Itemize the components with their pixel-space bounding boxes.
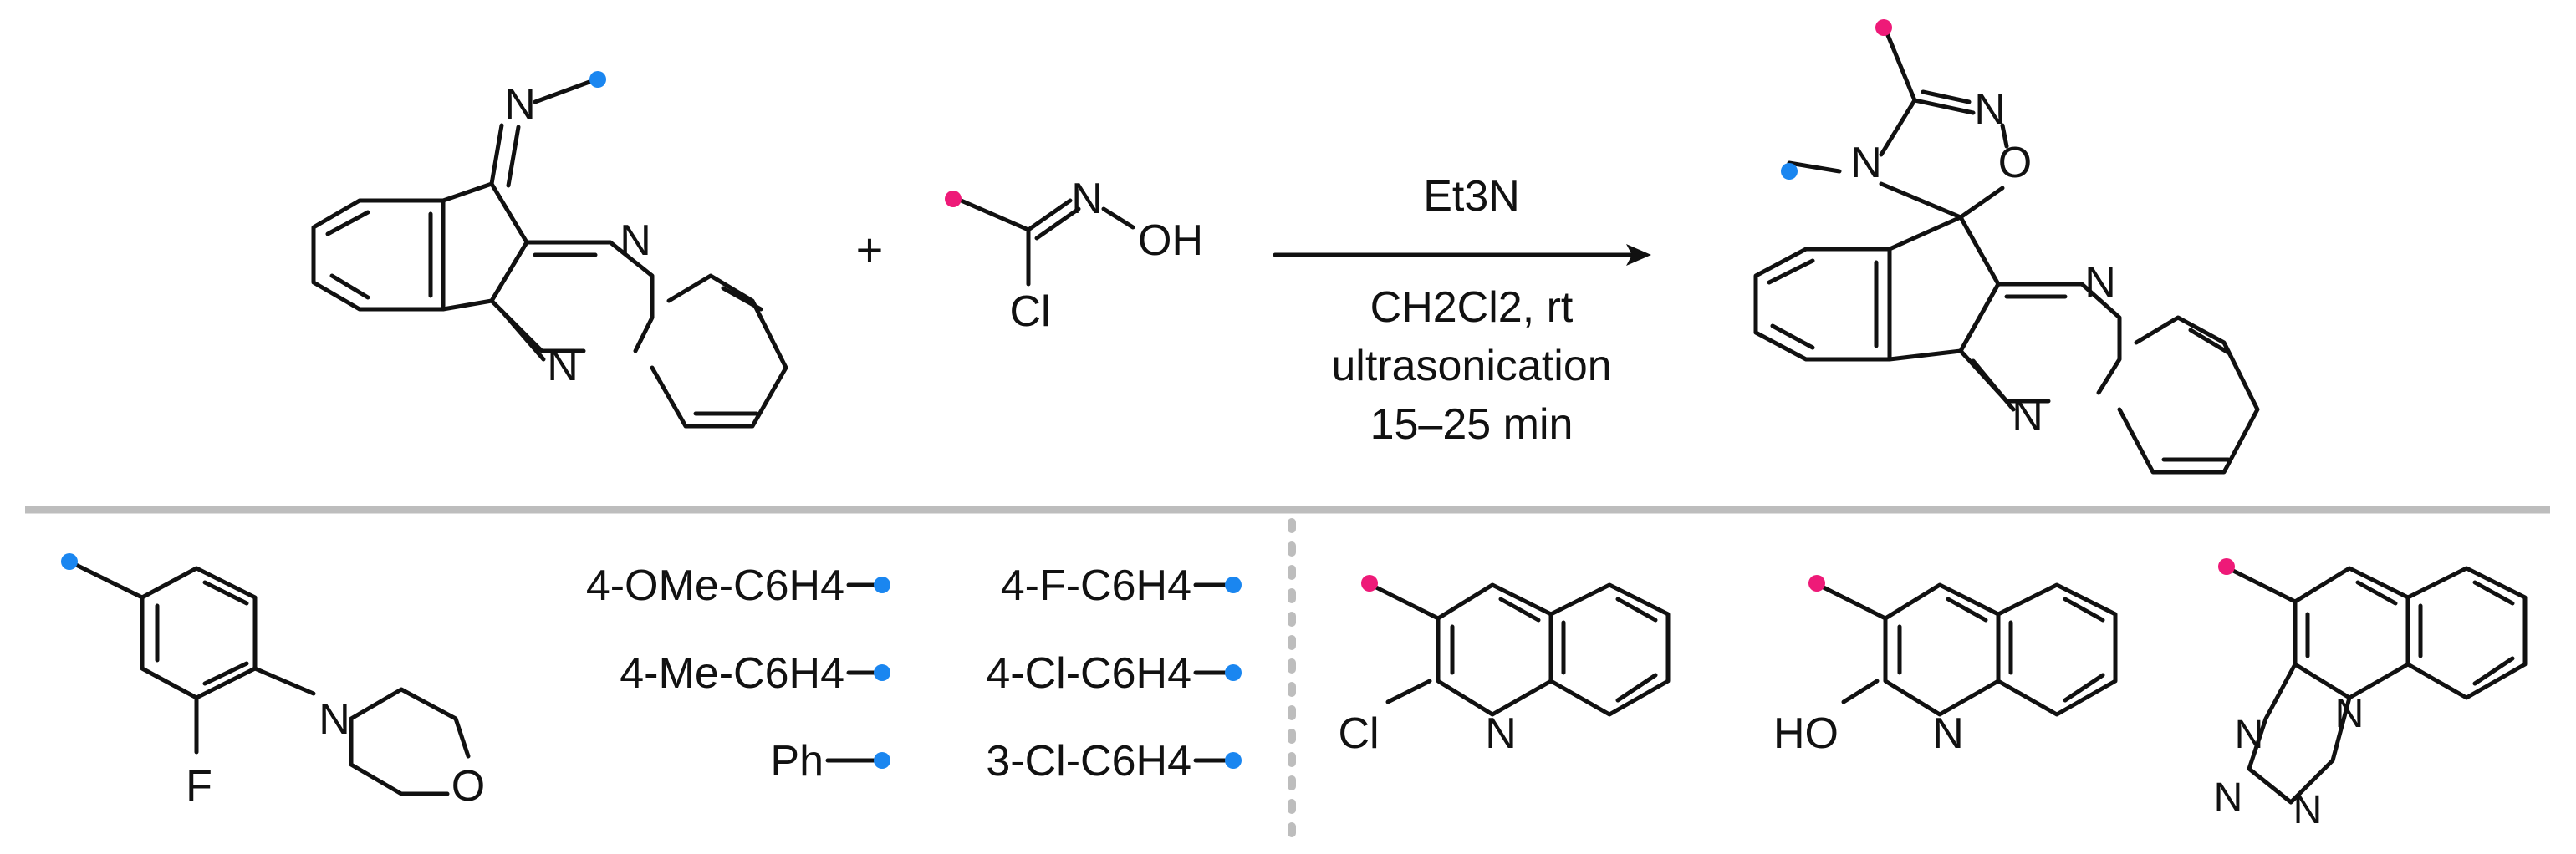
atom-N-tetrazole: N	[2293, 788, 2323, 832]
pink-dot-icon	[1361, 575, 1378, 592]
pink-dot-icon	[1808, 575, 1825, 592]
atom-N-quinoline: N	[1932, 709, 1964, 758]
atom-OH: OH	[1138, 216, 1203, 265]
pink-dot-icon	[2218, 558, 2235, 575]
blue-dot-icon	[589, 71, 606, 88]
condition-time: 15–25 min	[1370, 400, 1574, 449]
reagent-label: Et3N	[1423, 172, 1520, 221]
atom-O-morpholine: O	[451, 762, 485, 811]
substituent-label: 3-Cl-C6H4	[986, 737, 1191, 785]
atom-N-lower: N	[2012, 392, 2043, 440]
blue-dot-icon	[874, 664, 890, 681]
atom-N-quinoline: N	[1485, 709, 1517, 758]
pink-dot-icon	[1875, 19, 1892, 36]
atom-Cl: Cl	[1338, 709, 1379, 758]
atom-N-tetrazole: N	[2214, 775, 2243, 820]
pink-dot-icon	[945, 191, 962, 207]
blue-dot-icon	[1781, 163, 1798, 180]
chloroquinoline-substituent	[1369, 582, 1671, 717]
atom-N-tetrazole: N	[2235, 713, 2264, 757]
blue-dot-icon	[61, 553, 78, 570]
substituent-label: 4-OMe-C6H4	[586, 562, 844, 610]
blue-dot-icon	[874, 752, 890, 769]
blue-dot-icon	[1225, 752, 1242, 769]
atom-HO: HO	[1773, 709, 1839, 758]
atom-O-ring: O	[1998, 139, 2032, 187]
atom-Cl: Cl	[1009, 287, 1050, 336]
atom-N-upper: N	[2084, 258, 2116, 307]
atom-N-lower: N	[547, 342, 579, 390]
spiro-product	[1753, 27, 2260, 475]
substituent-label: 4-F-C6H4	[1001, 562, 1191, 610]
blue-dot-icon	[874, 577, 890, 593]
morpholinophenyl-substituent	[69, 560, 471, 796]
hydroximoyl-chloride	[955, 196, 1135, 287]
atom-N-amine: N	[1850, 139, 1882, 187]
blue-dot-icon	[1225, 577, 1242, 593]
imine-reactant	[311, 79, 788, 429]
substituent-label: 4-Me-C6H4	[620, 649, 844, 698]
tetrazoloquinoline-substituent	[2226, 566, 2528, 805]
atom-N-upper: N	[620, 216, 651, 265]
atom-F: F	[186, 762, 212, 811]
blue-dot-icon	[1225, 664, 1242, 681]
condition-method: ultrasonication	[1331, 342, 1611, 390]
atom-N-ring: N	[1974, 85, 2006, 134]
arrow-head	[1626, 244, 1651, 266]
substituent-label: 4-Cl-C6H4	[986, 649, 1191, 698]
condition-solvent: CH2Cl2, rt	[1370, 283, 1574, 332]
atom-N-imine: N	[504, 80, 536, 129]
plus-sign: +	[856, 223, 884, 276]
hydroxyquinoline-substituent	[1816, 582, 2118, 717]
substituent-label: Ph	[770, 737, 824, 785]
atom-N-oxime: N	[1071, 175, 1103, 223]
atom-N-morpholine: N	[319, 695, 350, 744]
atom-N-tetrazole: N	[2335, 692, 2364, 736]
